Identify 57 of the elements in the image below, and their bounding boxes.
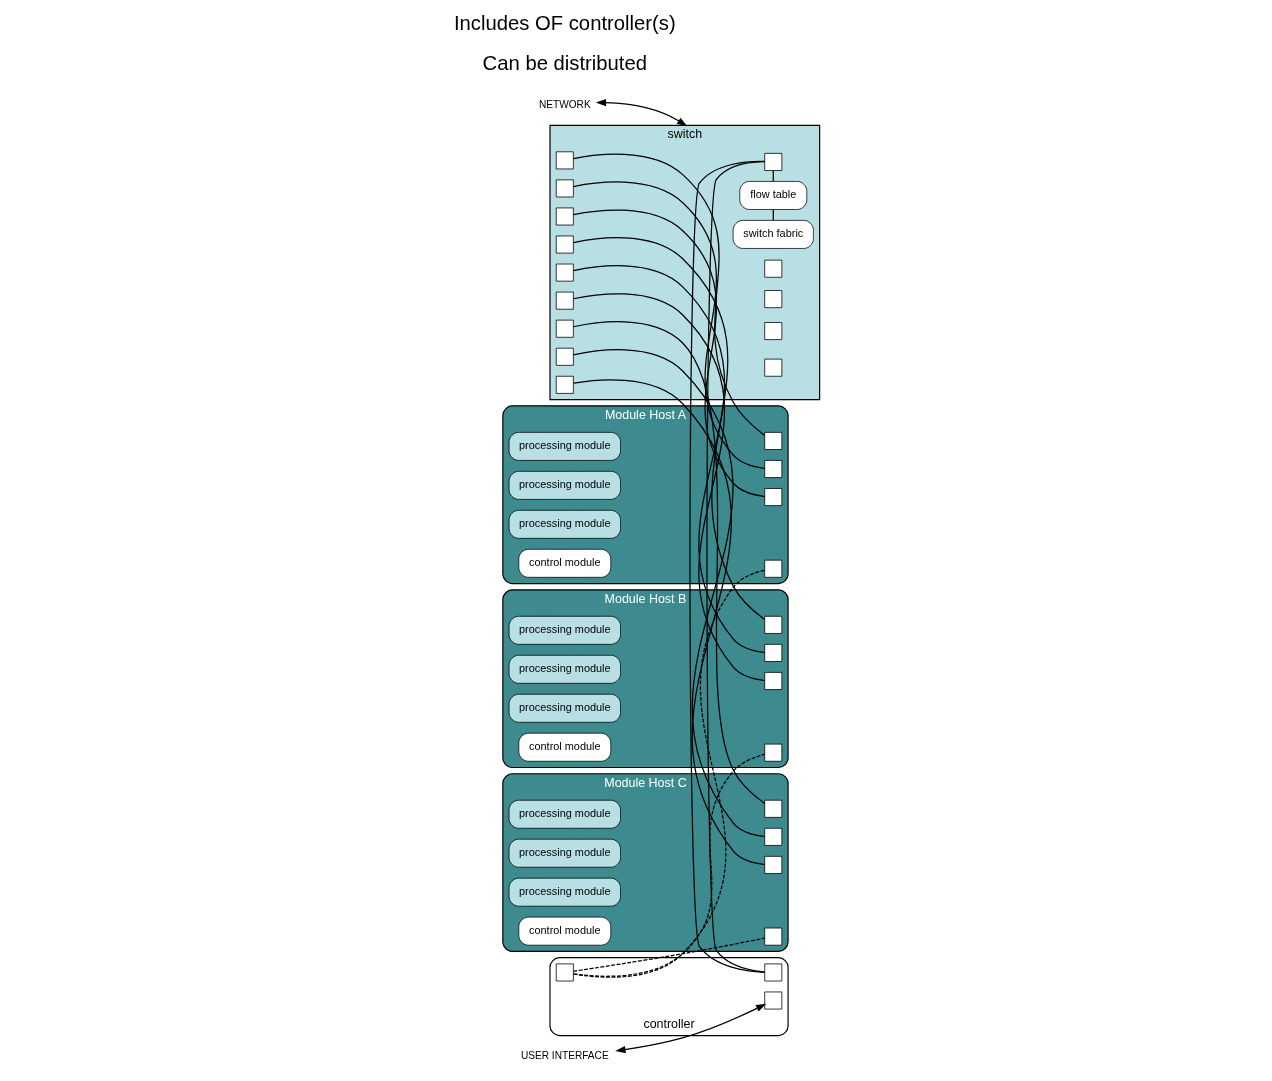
node-box xyxy=(763,322,782,340)
node-box: processing module xyxy=(508,431,621,461)
node-text: NETWORK xyxy=(538,98,591,110)
node-box: control module xyxy=(517,732,611,762)
node-box: flow table xyxy=(738,181,807,210)
node-box xyxy=(555,179,574,198)
node-box xyxy=(555,319,574,338)
connector xyxy=(572,153,765,436)
node-box xyxy=(555,347,574,366)
node-box xyxy=(763,358,782,377)
connector xyxy=(572,753,765,977)
node-box: processing module xyxy=(508,654,621,684)
node-box: processing module xyxy=(508,693,621,723)
arrow xyxy=(614,1003,766,1054)
node-box xyxy=(763,431,782,450)
node-box xyxy=(763,615,782,634)
node-box xyxy=(763,290,782,309)
connector xyxy=(572,209,765,498)
node-box: control module xyxy=(517,916,611,946)
arrow xyxy=(595,99,687,127)
node-box xyxy=(555,207,574,226)
node-box xyxy=(763,855,782,874)
cluster: controller xyxy=(548,957,789,1037)
node-box: processing module xyxy=(508,838,621,868)
node-box xyxy=(763,152,782,171)
node-box xyxy=(555,963,574,982)
node-box xyxy=(555,235,574,254)
node-box xyxy=(763,927,782,946)
node-box xyxy=(763,672,782,690)
node-box xyxy=(763,559,782,578)
node-box xyxy=(763,991,782,1010)
node-box xyxy=(763,259,782,278)
node-box: processing module xyxy=(508,615,621,645)
node-box xyxy=(763,799,782,818)
node-box xyxy=(555,263,574,282)
connector xyxy=(572,937,765,972)
node-box xyxy=(555,375,574,394)
node-box xyxy=(763,963,782,982)
node-box xyxy=(763,827,782,846)
node-box xyxy=(555,151,574,170)
label: Includes OF controller(s) xyxy=(453,12,676,35)
connector xyxy=(572,181,765,470)
node-box: processing module xyxy=(508,470,621,500)
node-box: switch fabric xyxy=(732,220,814,249)
node-text: USER INTERFACE xyxy=(520,1049,609,1061)
node-box xyxy=(763,488,782,506)
node-box: processing module xyxy=(508,509,621,539)
node-box xyxy=(763,460,782,478)
node-box xyxy=(763,743,782,762)
node-box xyxy=(763,643,782,662)
connector xyxy=(688,160,765,973)
node-box: control module xyxy=(517,548,611,578)
node-box xyxy=(555,291,574,310)
connector xyxy=(572,569,765,978)
node-box: processing module xyxy=(508,877,621,907)
node-box: processing module xyxy=(508,799,621,829)
label: Can be distributed xyxy=(482,52,647,75)
